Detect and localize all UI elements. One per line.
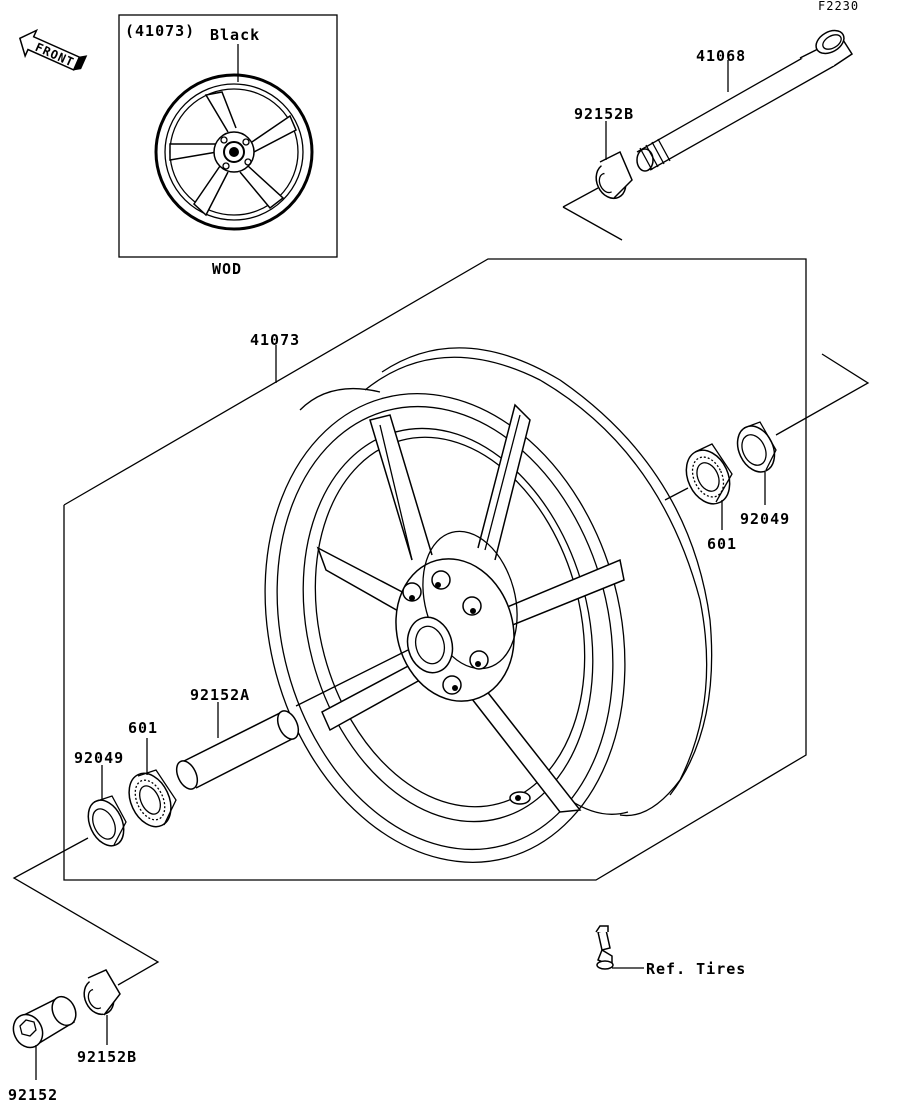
inset-wheel-icon: [154, 73, 314, 231]
callout-seal-left: 92049: [74, 749, 124, 767]
collar-b-upper-part: [595, 150, 633, 200]
tire-valve-icon: [595, 925, 644, 970]
bearing-right-part: [685, 443, 733, 505]
callout-spacer: 92152: [8, 1086, 58, 1103]
front-arrow-label: FRONT: [33, 40, 76, 70]
callout-axle: 41068: [696, 47, 746, 65]
collar-b-lower-part: [83, 969, 121, 1016]
callout-valve-ref: Ref. Tires: [646, 960, 746, 978]
inset-color-label: Black: [210, 26, 260, 44]
front-arrow-icon: FRONT: [18, 28, 88, 71]
front-wheel-part: [264, 347, 713, 863]
callout-bearing-right: 601: [707, 535, 737, 553]
seal-left-part: [87, 795, 127, 847]
inset-code-label: WOD: [212, 260, 242, 278]
callout-bearing-left: 601: [128, 719, 158, 737]
figure-code: F2230: [818, 0, 859, 13]
inset-ref-label: (41073): [125, 22, 195, 40]
callout-collar-b-lower: 92152B: [77, 1048, 137, 1066]
callout-wheel: 41073: [250, 331, 300, 349]
callout-seal-right: 92049: [740, 510, 790, 528]
callout-collar-b-upper: 92152B: [574, 105, 634, 123]
inset-variant-box: (41073) Black WOD: [118, 14, 338, 278]
collar-a-part: [175, 710, 300, 790]
callout-collar-a: 92152A: [190, 686, 250, 704]
axle-part: [636, 29, 854, 172]
spacer-part: [12, 995, 77, 1049]
bearing-left-part: [128, 769, 177, 828]
seal-right-part: [736, 421, 777, 473]
